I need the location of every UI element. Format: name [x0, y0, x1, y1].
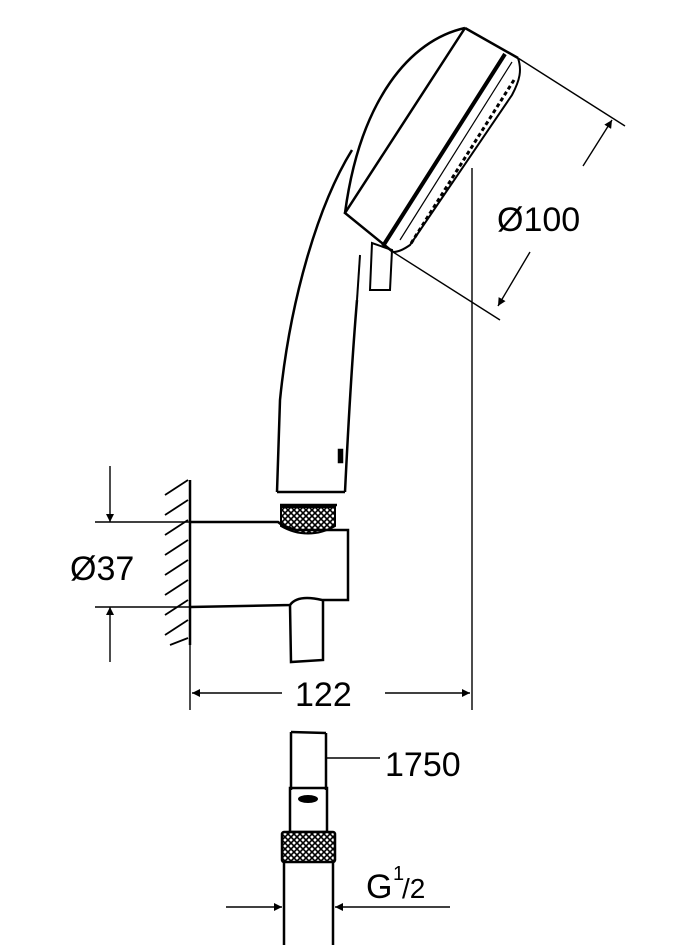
head-diameter-label: Ø100 [497, 201, 580, 239]
bracket-diameter-label: Ø37 [70, 550, 134, 588]
wall-bracket [189, 520, 350, 664]
dimension-bracket [95, 466, 190, 662]
hose-nut-knurl [280, 506, 336, 535]
handle [275, 149, 361, 507]
projection-label: 122 [295, 676, 352, 714]
thread-label: G 1 /2 [366, 863, 425, 906]
hose-length-label: 1750 [385, 746, 461, 784]
thread-numerator: 1 [393, 863, 404, 885]
hose-end [226, 730, 450, 945]
shower-head [343, 26, 521, 291]
thread-letter: G [366, 868, 392, 906]
dimension-projection [189, 168, 473, 710]
dimension-head [392, 57, 626, 321]
wall-hatch [164, 479, 192, 646]
thread-denominator: /2 [402, 873, 425, 904]
